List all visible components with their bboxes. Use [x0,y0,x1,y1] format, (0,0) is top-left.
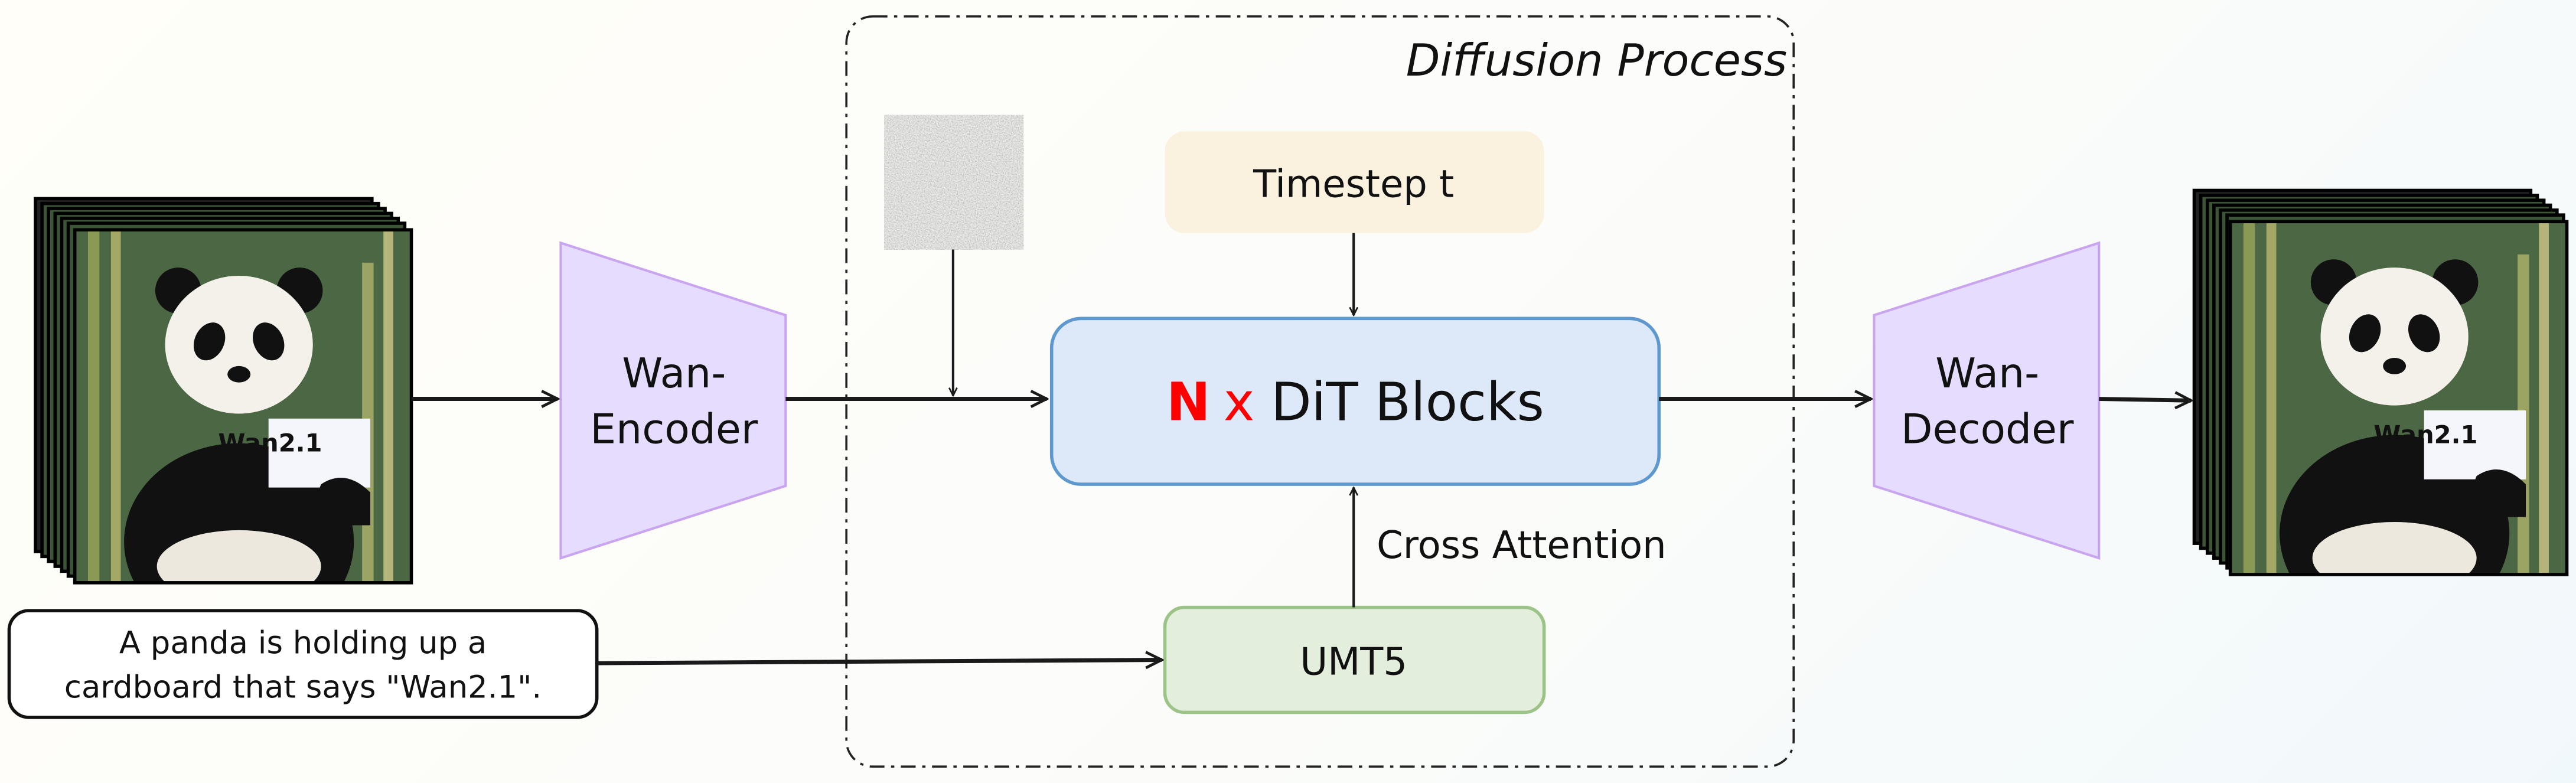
prompt-line1: A panda is holding up a [119,625,487,661]
dit-times: x [1224,371,1255,433]
umt5-label: UMT5 [1300,641,1407,684]
output-sign-text: Wan2.1 [2373,420,2477,449]
output-video-frames: Wan2.1 [2192,188,2569,576]
input-sign-text: Wan2.1 [218,428,322,457]
diffusion-process-title: Diffusion Process [1406,34,1787,86]
wan-decoder-block [1873,241,2101,560]
dit-name: DiT Blocks [1271,371,1544,433]
dit-count: N [1166,371,1210,433]
flow-arrows [411,233,2191,664]
decoder-label-line1: Wan- [1935,350,2039,397]
timestep-block [1165,131,1544,233]
cross-attention-label: Cross Attention [1377,524,1667,567]
arrow-decoder-to-output [2099,399,2191,401]
dit-blocks [1049,317,1661,486]
noise-latent-image [884,115,1024,250]
diffusion-process-region [845,15,1795,768]
prompt-line2: cardboard that says "Wan2.1". [64,669,542,705]
decoder-label-line2: Decoder [1901,406,2074,454]
arrow-prompt-to-umt5 [596,660,1162,664]
text-prompt-box [7,609,599,719]
input-video-frames: Wan2.1 [34,197,413,585]
wan-encoder-block [559,241,787,560]
timestep-label: Timestep t [1253,163,1454,207]
encoder-label-line1: Wan- [622,350,726,397]
encoder-label-line2: Encoder [590,406,758,454]
